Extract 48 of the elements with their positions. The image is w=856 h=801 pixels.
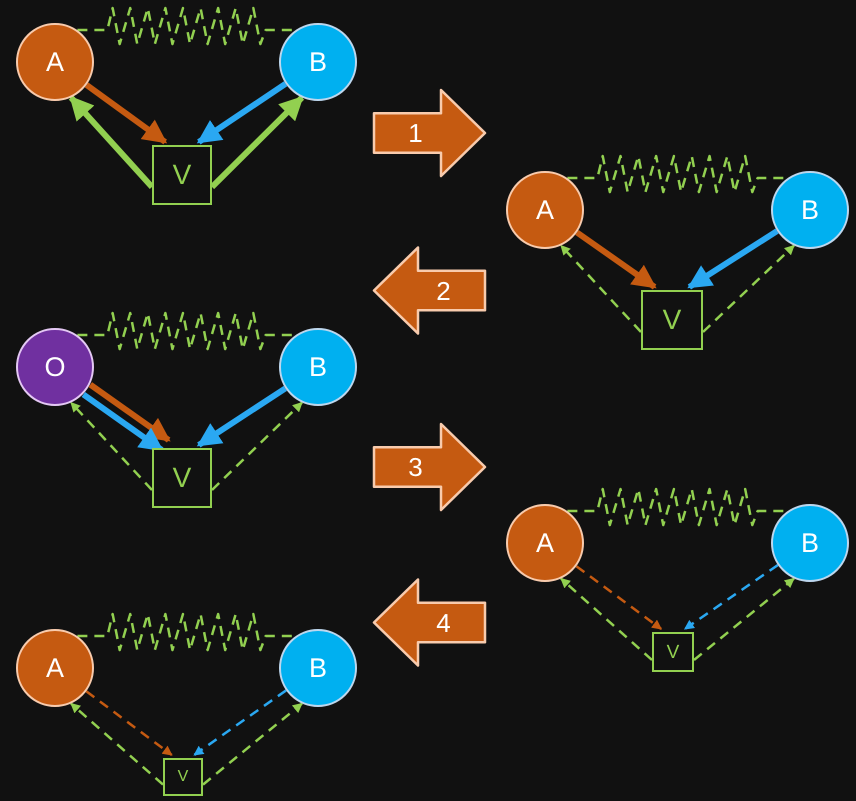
arrow (560, 578, 653, 661)
arrow (684, 564, 779, 630)
arrow (88, 382, 171, 443)
step-number: 4 (436, 610, 451, 636)
node-letter: A (46, 48, 64, 76)
arrow (196, 386, 287, 448)
step-number: 1 (408, 120, 423, 146)
arrow (84, 82, 168, 144)
box-letter: V (172, 464, 192, 492)
square-box (152, 448, 212, 508)
square-box (641, 290, 703, 350)
arrow (693, 578, 795, 661)
arrow (202, 702, 303, 786)
arrow (575, 230, 657, 290)
node-letter: A (536, 530, 554, 556)
arrow (576, 565, 662, 630)
arrow (196, 81, 288, 144)
step-number: 2 (436, 278, 451, 304)
square-box (163, 758, 203, 796)
node-letter: B (308, 48, 327, 76)
step-number: 3 (408, 454, 423, 480)
node-letter: B (800, 530, 819, 556)
box-letter: V (172, 161, 192, 189)
square-box (652, 632, 694, 672)
arrow (211, 402, 303, 491)
block-arrow (372, 422, 486, 512)
box-letter: V (178, 769, 188, 785)
arrow (560, 244, 642, 333)
box-letter: V (662, 306, 682, 334)
arrow (82, 392, 164, 452)
arrow (687, 228, 779, 290)
block-arrow (372, 246, 486, 335)
node-letter: A (536, 196, 554, 224)
arrow (70, 702, 164, 786)
square-box (152, 145, 212, 205)
block-arrow (372, 88, 486, 178)
arrow (70, 402, 153, 491)
node-letter: B (308, 654, 327, 682)
arrow (702, 244, 795, 333)
node-letter: B (800, 196, 819, 224)
arrow (193, 689, 287, 756)
box-letter: V (666, 642, 680, 662)
block-arrow (372, 578, 486, 667)
arrow (68, 96, 154, 190)
node-letter: A (46, 654, 64, 682)
node-letter: B (308, 354, 327, 380)
node-letter: O (44, 354, 66, 380)
arrow (86, 690, 173, 756)
